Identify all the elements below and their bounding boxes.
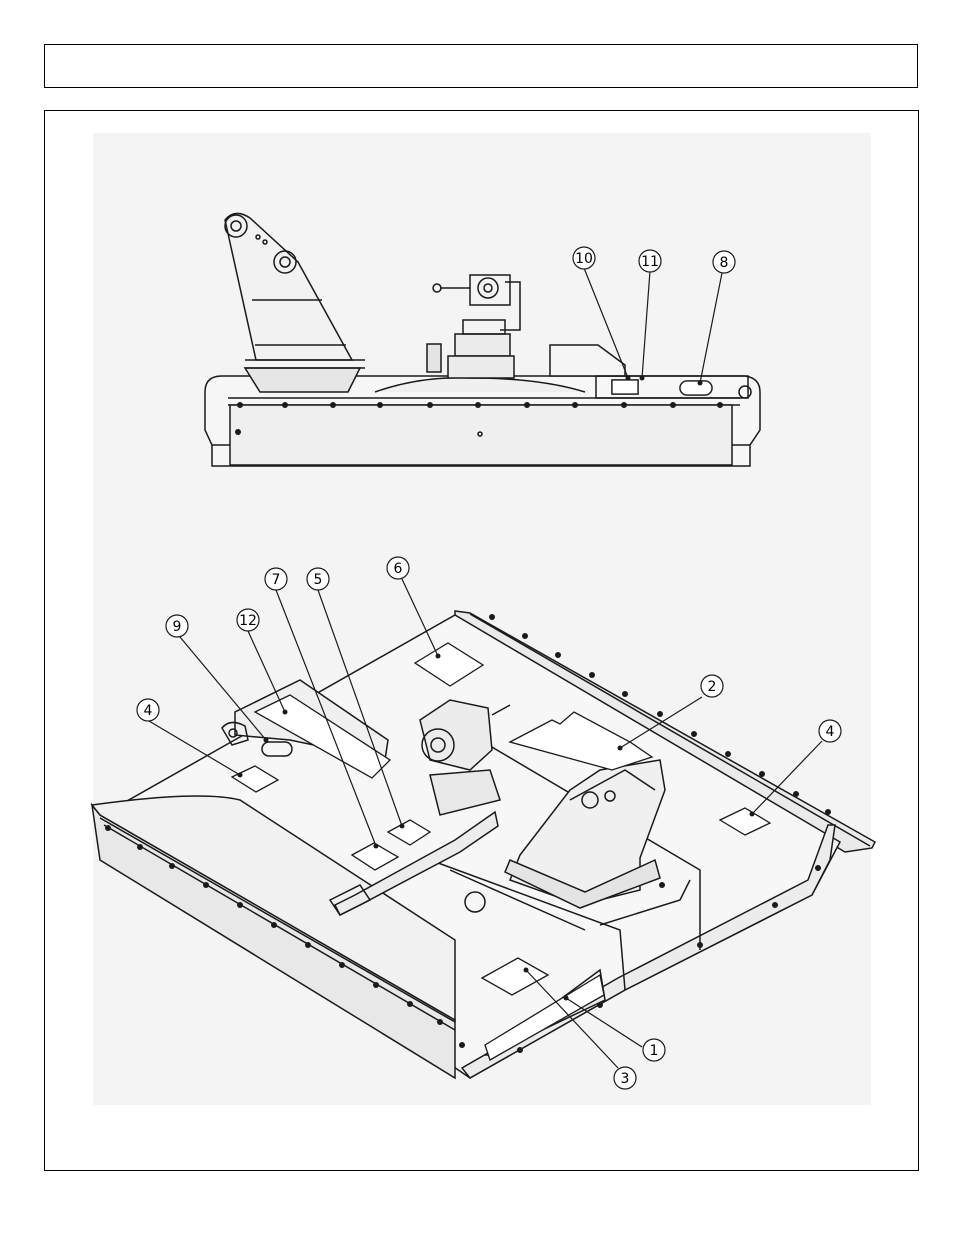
- callout-4-left-label: 4: [144, 703, 153, 719]
- callout-8: 8: [713, 251, 735, 273]
- decal-10-11: [612, 380, 638, 394]
- callout-10: 10: [573, 247, 595, 269]
- callout-9-label: 9: [173, 619, 182, 635]
- callout-12: 12: [237, 609, 259, 631]
- callout-3-label: 3: [621, 1071, 630, 1087]
- callout-4-left: 4: [137, 699, 159, 721]
- callout-7-label: 7: [272, 572, 281, 588]
- callout-2: 2: [701, 675, 723, 697]
- callout-12-label: 12: [239, 613, 257, 629]
- callout-4-right: 4: [819, 720, 841, 742]
- callout-9: 9: [166, 615, 188, 637]
- callout-2-label: 2: [708, 679, 717, 695]
- callout-11: 11: [639, 250, 661, 272]
- callout-1: 1: [643, 1039, 665, 1061]
- callout-10-label: 10: [575, 251, 593, 267]
- callout-8-label: 8: [720, 255, 729, 271]
- callout-5-label: 5: [314, 572, 323, 588]
- callout-4-right-label: 4: [826, 724, 835, 740]
- callout-5: 5: [307, 568, 329, 590]
- callout-6: 6: [387, 557, 409, 579]
- callout-11-label: 11: [641, 254, 659, 270]
- callout-6-label: 6: [394, 561, 403, 577]
- callout-7: 7: [265, 568, 287, 590]
- callout-3: 3: [614, 1067, 636, 1089]
- callout-1-label: 1: [650, 1043, 659, 1059]
- decal-8: [680, 381, 712, 395]
